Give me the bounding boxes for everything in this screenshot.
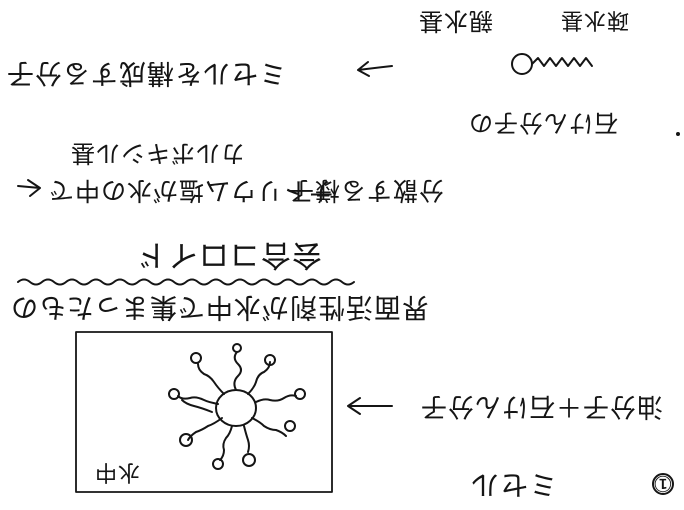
molecule-note: ミセルを構成する分子	[6, 57, 286, 88]
carboxyl-note: カルボキシル基	[70, 139, 245, 167]
dot-mark	[676, 132, 680, 136]
circled-number-icon	[652, 473, 674, 495]
arrow-mid-icon	[17, 179, 41, 197]
micelle-box	[75, 331, 333, 493]
surfactant-tail-icon	[531, 57, 593, 67]
colloid-heading: 会合コロイド	[136, 237, 322, 272]
micelle-note: 油分子＋石けん分子	[420, 391, 664, 421]
dispersion-note: 分散する様子	[288, 176, 445, 205]
sodium-ion-note: 石けん分子の	[468, 109, 618, 137]
micelle-icon	[168, 343, 306, 470]
colloid-note: 界面活性剤が水中で集まったもの	[10, 291, 429, 322]
surfactant-head-icon	[511, 53, 533, 75]
arrow-micelle-icon	[347, 397, 393, 415]
bottom-label: ミセル	[470, 468, 558, 501]
water-label: 水中	[94, 459, 141, 484]
hydrophilic-label: 親水基	[418, 7, 493, 35]
hydrophobic-label: 疎水基	[560, 7, 630, 32]
arrow-top-icon	[357, 61, 393, 77]
wavy-underline	[17, 278, 355, 286]
circled-number: ①	[652, 470, 673, 495]
